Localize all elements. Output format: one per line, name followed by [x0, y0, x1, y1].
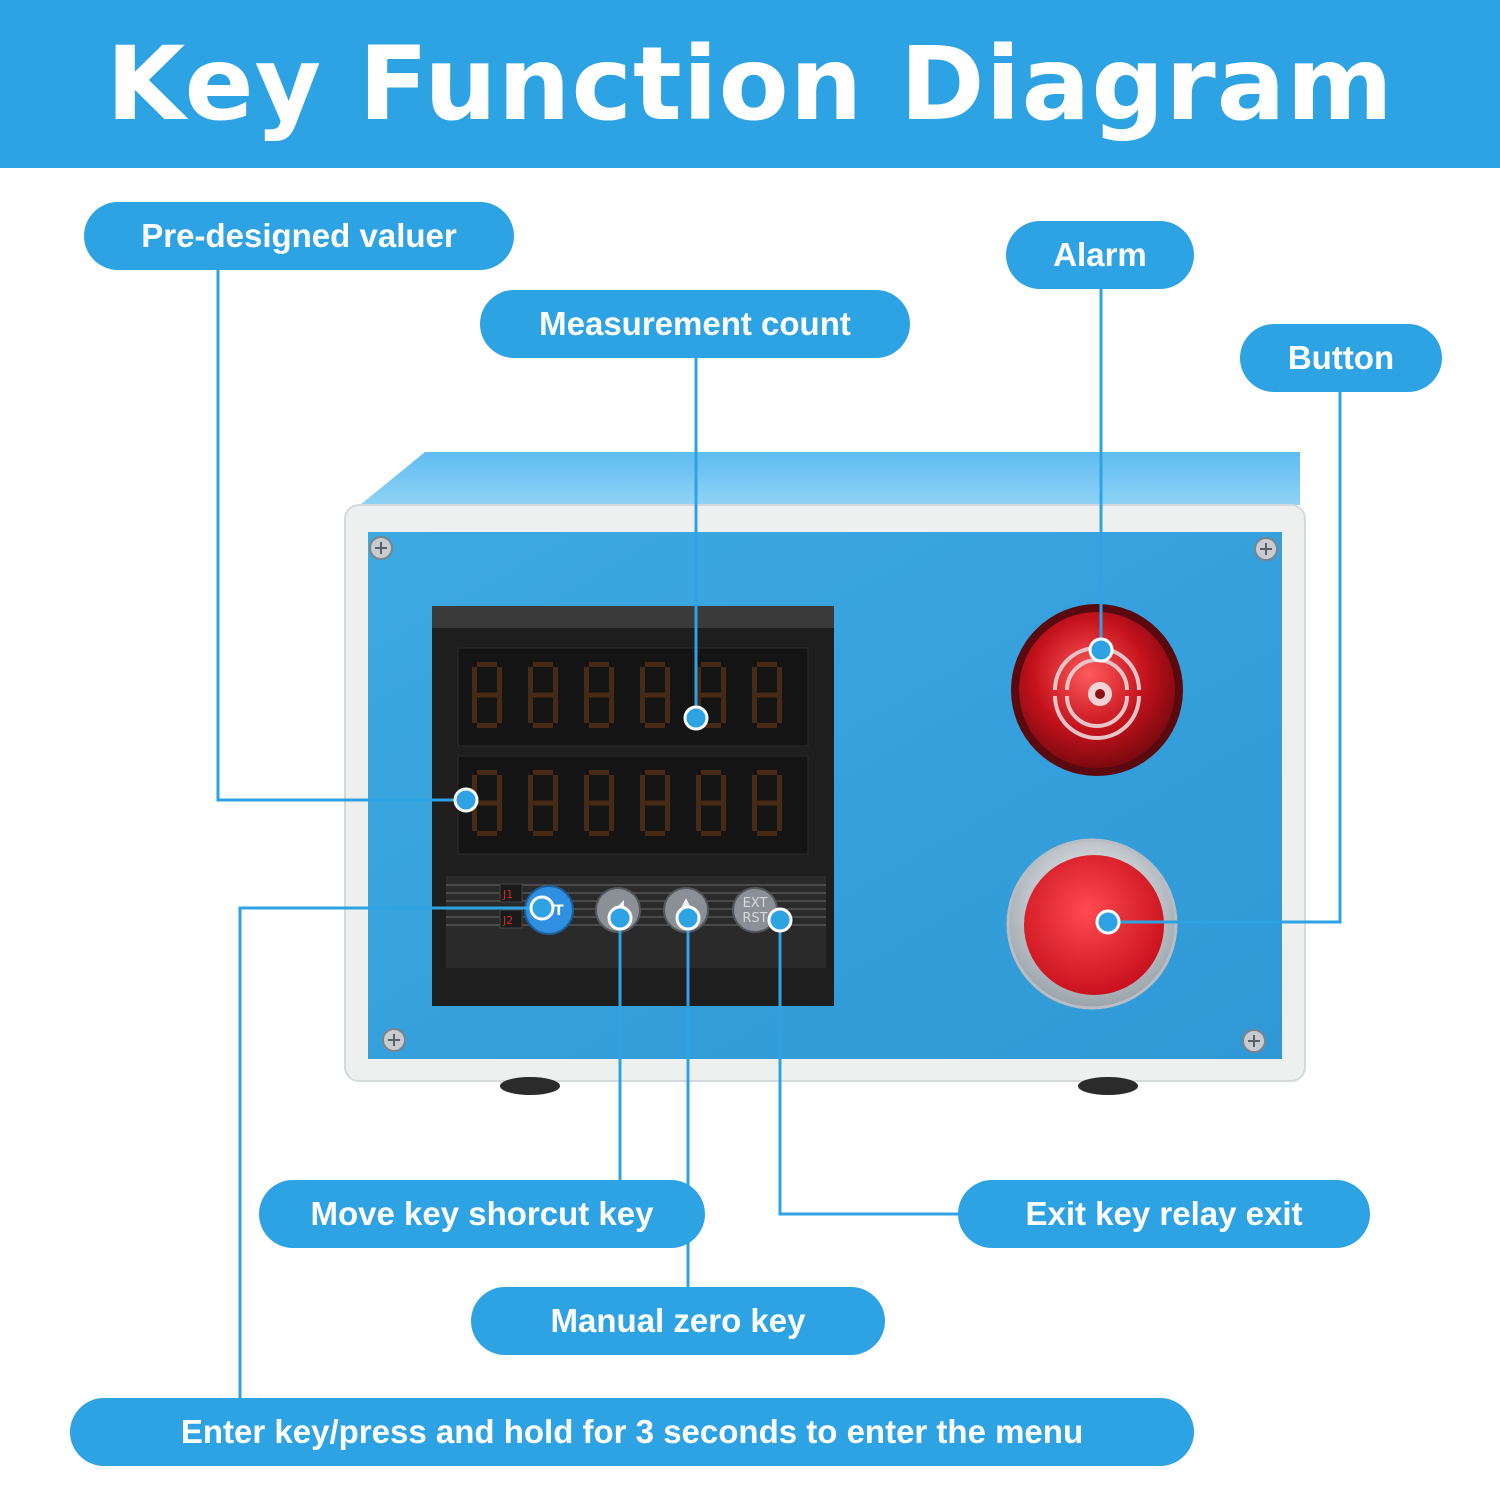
label-button: Button	[1240, 324, 1442, 392]
label-move-key: Move key shorcut key	[259, 1180, 705, 1248]
marker-enter	[529, 895, 555, 921]
leader-predesigned	[216, 266, 466, 802]
push-button[interactable]	[1024, 855, 1164, 995]
j2-indicator: J2	[502, 914, 513, 927]
seven-segment-digit	[584, 770, 614, 836]
label-enter-key: Enter key/press and hold for 3 seconds t…	[70, 1398, 1194, 1466]
marker-button	[1095, 909, 1121, 935]
label-alarm: Alarm	[1006, 221, 1194, 289]
seven-segment-digit	[472, 662, 502, 728]
seven-segment-digit	[640, 770, 670, 836]
label-exit-key: Exit key relay exit	[958, 1180, 1370, 1248]
seven-segment-digit	[528, 662, 558, 728]
title-banner: Key Function Diagram	[0, 0, 1500, 168]
seven-segment-digit	[696, 770, 726, 836]
seven-segment-digit	[640, 662, 670, 728]
seven-segment-digit	[472, 770, 502, 836]
seven-segment-digit	[584, 662, 614, 728]
leader-exit	[778, 920, 960, 1216]
j1-indicator: J1	[502, 888, 513, 901]
page-title: Key Function Diagram	[106, 24, 1394, 144]
marker-predesigned	[453, 787, 479, 813]
leader-enter	[238, 906, 542, 1398]
marker-measurement	[683, 705, 709, 731]
marker-alarm	[1088, 637, 1114, 663]
seven-segment-digit	[528, 770, 558, 836]
label-measurement-count: Measurement count	[480, 290, 910, 358]
exit-key-label-2: RST	[742, 911, 767, 926]
marker-move	[607, 905, 633, 931]
label-predesigned-value: Pre-designed valuer	[84, 202, 514, 270]
marker-zero	[675, 905, 701, 931]
marker-exit	[767, 907, 793, 933]
seven-segment-digit	[752, 662, 782, 728]
leader-button	[1108, 390, 1342, 924]
exit-key-label-1: EXT	[743, 896, 768, 911]
label-zero-key: Manual zero key	[471, 1287, 885, 1355]
seven-segment-digit	[752, 770, 782, 836]
